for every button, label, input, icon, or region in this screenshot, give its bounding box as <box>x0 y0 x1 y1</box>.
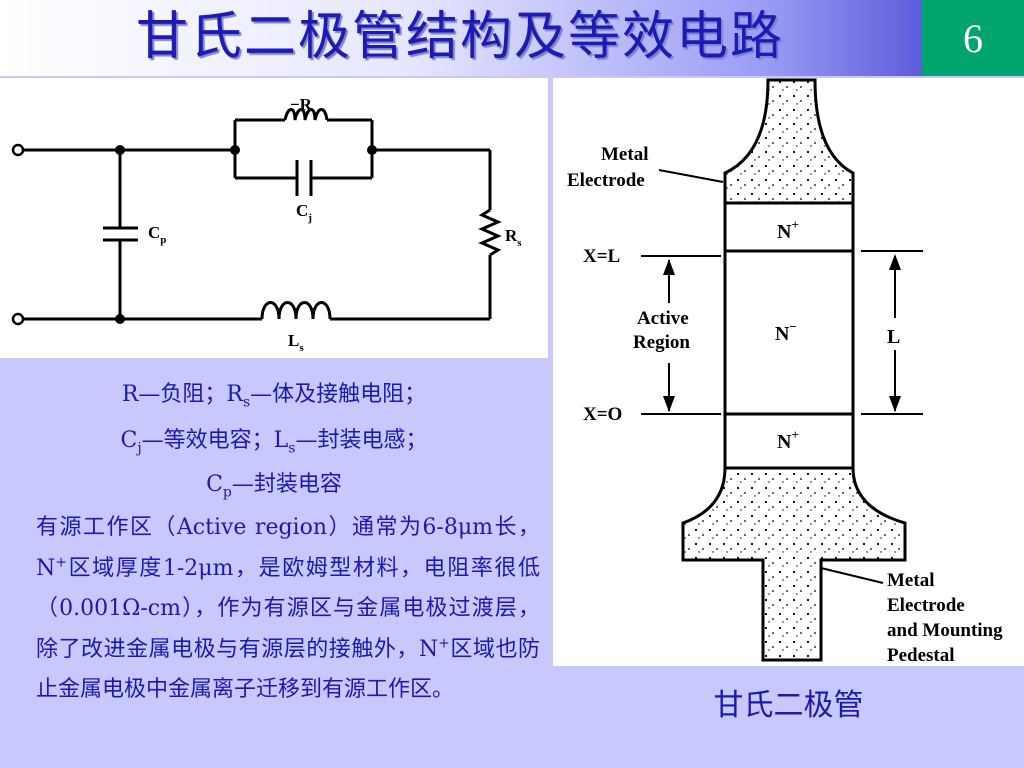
resistor-rs <box>478 208 502 257</box>
label-x-eq-o: X=O <box>583 404 622 425</box>
top-metal-electrode <box>723 78 855 205</box>
label-n-plus-bottom: N+ <box>777 427 799 453</box>
terminal-top <box>11 143 25 157</box>
slide-title: 甘氏二极管结构及等效电路 <box>135 7 784 67</box>
label-metal-electrode-top-1: Metal <box>601 144 648 165</box>
legend-line-3: Cp—封装电容 <box>206 472 342 501</box>
label-pedestal-2: Electrode <box>887 595 965 616</box>
label-pedestal-3: and Mounting <box>887 620 1003 641</box>
label-x-eq-l: X=L <box>583 246 620 267</box>
inductor-ls <box>260 301 332 320</box>
label-r: −R <box>290 95 313 114</box>
equivalent-circuit-diagram: −R Cj Cp Rs Ls <box>11 95 522 354</box>
legend-line-2: Cj—等效电容；Ls—封装电感； <box>120 428 428 457</box>
pointer-pedestal <box>820 567 884 584</box>
equivalent-circuit-panel: −R Cj Cp Rs Ls <box>0 78 548 358</box>
n-plus-top-layer <box>723 201 855 253</box>
title-bar <box>0 0 1024 76</box>
label-rs: Rs <box>505 226 522 249</box>
label-pedestal-1: Metal <box>887 570 934 591</box>
label-n-plus-top: N+ <box>777 217 799 243</box>
bottom-mounting-pedestal <box>681 466 907 662</box>
label-region: Region <box>633 332 690 353</box>
label-active: Active <box>637 308 689 329</box>
terminal-bottom <box>11 312 25 326</box>
label-cj: Cj <box>296 201 312 224</box>
label-pedestal-4: Pedestal <box>887 645 955 666</box>
negative-resistor-r <box>283 108 329 121</box>
page-number-box <box>922 0 1024 76</box>
gunn-diode-structure-diagram: N+ N− N+ Metal Electrode X=L X=O Active … <box>567 78 1003 666</box>
label-metal-electrode-top-2: Electrode <box>567 170 645 191</box>
label-n-minus: N− <box>775 319 797 345</box>
diode-structure-panel: N+ N− N+ Metal Electrode X=L X=O Active … <box>553 78 1024 666</box>
label-cp: Cp <box>148 223 166 246</box>
description-paragraph: 有源工作区（Active region）通常为6-8μm长，N+区域厚度1-2μ… <box>36 515 540 703</box>
pointer-top-electrode <box>658 169 724 183</box>
legend-line-1: R—负阻；Rs—体及接触电阻； <box>121 382 427 411</box>
label-length-l: L <box>887 326 900 348</box>
page-number: 6 <box>963 16 983 61</box>
structure-caption: 甘氏二极管 <box>713 688 864 723</box>
label-ls: Ls <box>288 331 304 354</box>
